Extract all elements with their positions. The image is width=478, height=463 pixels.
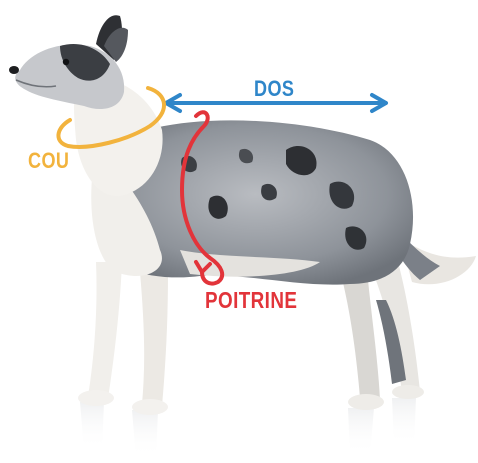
dos-label: DOS	[254, 76, 294, 102]
dog-photo-icon	[9, 15, 476, 415]
cou-label: COU	[28, 148, 69, 174]
poitrine-label: POITRINE	[205, 287, 297, 314]
